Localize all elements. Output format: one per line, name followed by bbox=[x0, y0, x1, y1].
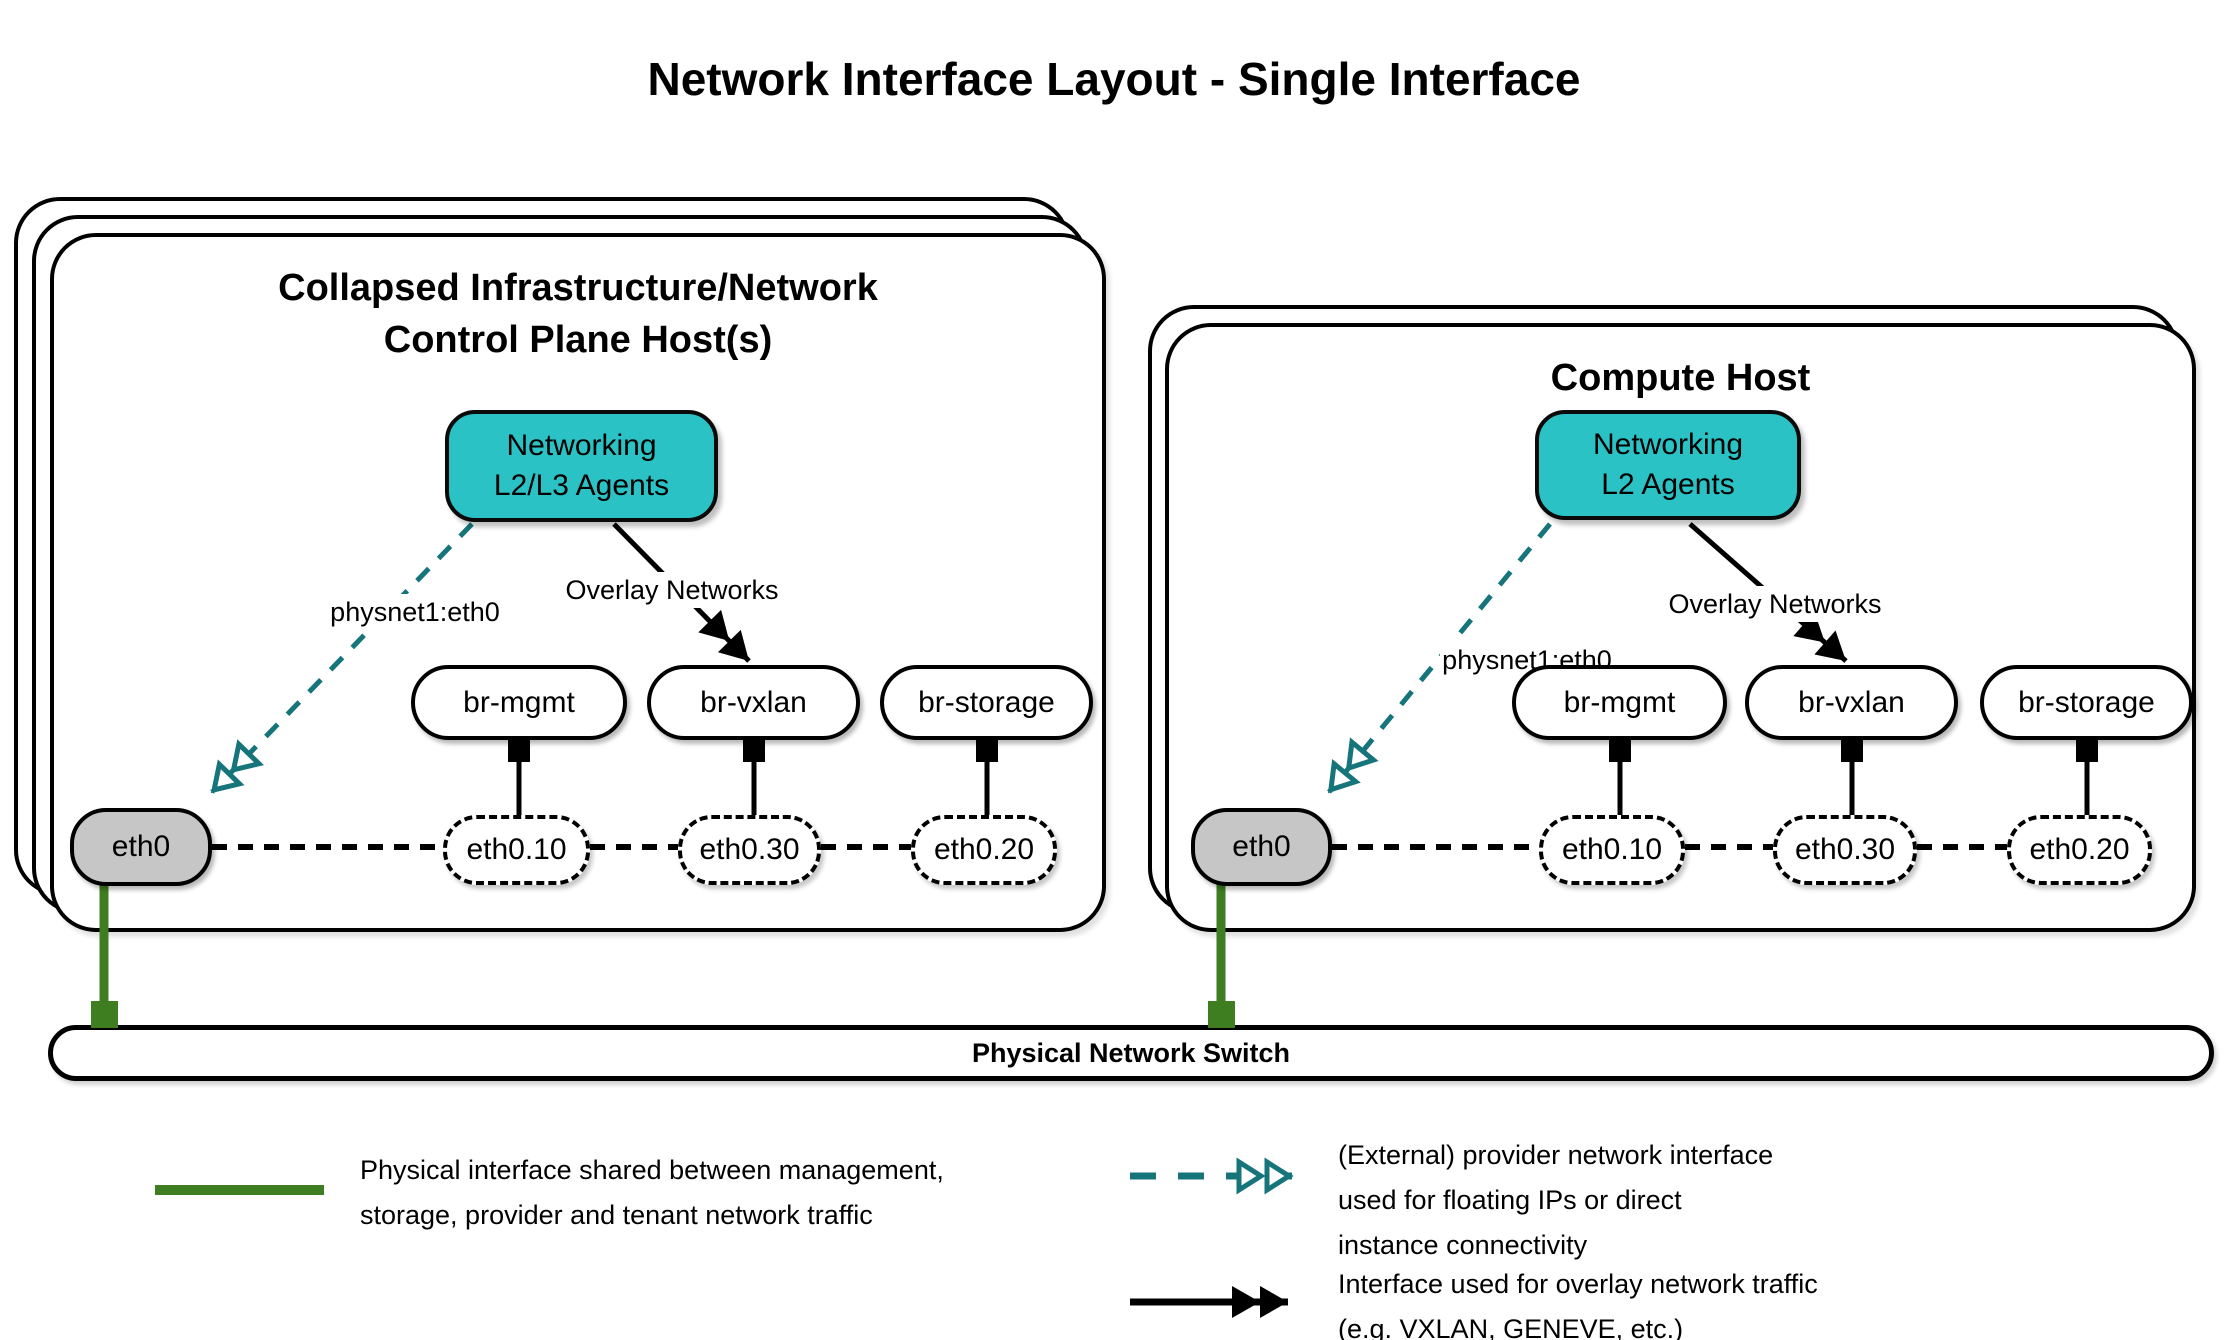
page-title: Network Interface Layout - Single Interf… bbox=[647, 53, 1581, 105]
compute-host-title-line1: Compute Host bbox=[1550, 357, 1811, 399]
control-vlan-eth0-20: eth0.20 bbox=[911, 815, 1057, 885]
legend-overlay-text: Interface used for overlay network traff… bbox=[1338, 1262, 1818, 1340]
control-bridge-br-mgmt: br-mgmt bbox=[411, 665, 627, 740]
agent-label-line1: Networking bbox=[1592, 428, 1744, 461]
compute-bridge-br-mgmt: br-mgmt bbox=[1512, 665, 1727, 740]
compute-vlan-eth0-10: eth0.10 bbox=[1539, 815, 1685, 885]
physical-network-switch: Physical Network Switch bbox=[48, 1025, 2214, 1081]
compute-bridge-br-storage: br-storage bbox=[1980, 665, 2193, 740]
switch-label: Physical Network Switch bbox=[971, 1037, 1291, 1068]
control-host-title-line2: Control Plane Host(s) bbox=[383, 319, 773, 361]
agent-label-line2: L2 Agents bbox=[1601, 468, 1735, 501]
control-bridge-br-vxlan: br-vxlan bbox=[647, 665, 860, 740]
compute-bridge-br-vxlan: br-vxlan bbox=[1745, 665, 1958, 740]
control-host-title: Collapsed Infrastructure/Network Control… bbox=[50, 262, 1106, 366]
compute-vlan-eth0-20: eth0.20 bbox=[2007, 815, 2152, 885]
compute-vlan-eth0-30: eth0.30 bbox=[1773, 815, 1917, 885]
control-overlay-arrow-label: Overlay Networks bbox=[563, 572, 781, 608]
legend-physical-line2: storage, provider and tenant network tra… bbox=[360, 1200, 873, 1230]
legend-provider-line2: used for floating IPs or direct bbox=[1338, 1185, 1682, 1215]
control-bridge-br-storage: br-storage bbox=[880, 665, 1093, 740]
legend-physical-line1: Physical interface shared between manage… bbox=[360, 1155, 944, 1185]
agent-label-line1: Networking bbox=[506, 429, 657, 462]
legend-overlay-line1: Interface used for overlay network traff… bbox=[1338, 1269, 1818, 1299]
control-vlan-eth0-10: eth0.10 bbox=[443, 815, 590, 885]
control-vlan-eth0-30: eth0.30 bbox=[678, 815, 821, 885]
control-eth0-node: eth0 bbox=[70, 808, 212, 886]
legend-provider-line1: (External) provider network interface bbox=[1338, 1140, 1774, 1170]
compute-networking-agents-node: Networking L2 Agents bbox=[1535, 410, 1801, 520]
compute-eth0-node: eth0 bbox=[1191, 808, 1332, 886]
legend-provider-text: (External) provider network interface us… bbox=[1338, 1133, 1773, 1268]
control-networking-agents-node: Networking L2/L3 Agents bbox=[445, 410, 718, 522]
legend-physical-text: Physical interface shared between manage… bbox=[360, 1148, 944, 1238]
compute-overlay-arrow-label: Overlay Networks bbox=[1666, 586, 1884, 622]
legend-provider-line3: instance connectivity bbox=[1338, 1230, 1588, 1260]
compute-host-title: Compute Host bbox=[1165, 352, 2196, 404]
legend-overlay-line2: (e.g. VXLAN, GENEVE, etc.) bbox=[1338, 1314, 1684, 1340]
agent-label-line2: L2/L3 Agents bbox=[493, 469, 670, 502]
control-provider-arrow-label: physnet1:eth0 bbox=[328, 594, 502, 630]
control-host-title-line1: Collapsed Infrastructure/Network bbox=[278, 267, 878, 309]
